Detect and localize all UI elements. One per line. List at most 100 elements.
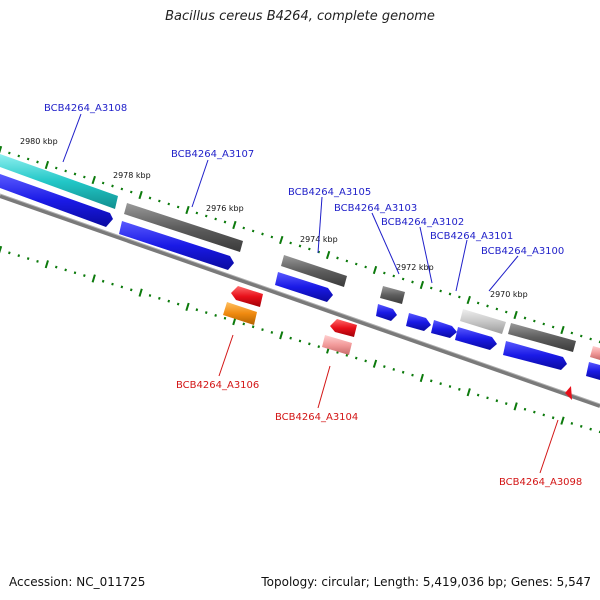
lower-scale-minor-tick [129, 288, 133, 292]
lower-scale-minor-tick [158, 296, 161, 300]
upper-scale-minor-tick [551, 325, 555, 329]
lower-scale-minor-tick [26, 257, 30, 260]
gene-forward-arrow[interactable] [376, 304, 397, 321]
upper-scale-minor-tick [439, 289, 442, 293]
lower-scale-minor-tick [589, 427, 592, 431]
gene-a3104-pink[interactable] [322, 335, 352, 355]
scale-label-2970: 2970 kbp [490, 290, 528, 299]
upper-scale-minor-tick [533, 319, 536, 323]
gene-edge-pink[interactable] [590, 346, 600, 360]
upper-scale-minor-tick [354, 262, 358, 266]
gene-a3103-gray[interactable] [380, 286, 405, 304]
upper-scale-minor-tick [223, 220, 227, 224]
upper-scale-minor-tick [251, 229, 255, 233]
scale-label-2972: 2972 kbp [396, 263, 434, 272]
upper-scale-minor-tick [261, 232, 264, 236]
lower-scale-minor-tick [439, 382, 442, 386]
genome-backbone [0, 193, 600, 408]
upper-scale-minor-tick [36, 160, 39, 164]
gene-a3100-gray[interactable] [508, 323, 576, 352]
upper-scale-minor-tick [148, 196, 152, 200]
gene-reverse-arrow-red[interactable] [231, 286, 263, 307]
map-title: Bacillus cereus B4264, complete genome [165, 9, 435, 24]
upper-scale-minor-tick [570, 331, 574, 335]
lower-scale-minor-tick [251, 325, 255, 329]
upper-scale-minor-tick [214, 217, 217, 221]
upper-scale-major-tick [513, 310, 518, 320]
gene-label-a3107[interactable]: BCB4264_A3107 [171, 149, 254, 160]
lower-scale-minor-tick [8, 251, 11, 255]
lower-scale-minor-tick [204, 311, 208, 314]
lower-scale-minor-tick [411, 373, 414, 377]
upper-scale-minor-tick [476, 301, 480, 305]
lower-scale-minor-tick [17, 254, 21, 258]
upper-scale-minor-tick [336, 256, 339, 260]
gene-reverse-arrow-red[interactable] [330, 319, 357, 337]
upper-scale-minor-tick [495, 307, 499, 311]
gene-track-forward [0, 174, 600, 380]
gene-label-a3105[interactable]: BCB4264_A3105 [288, 187, 371, 198]
gene-forward-arrow[interactable] [275, 272, 333, 302]
upper-scale-minor-tick [54, 166, 58, 170]
gene-forward-arrow[interactable] [119, 221, 234, 270]
upper-scale-major-tick [466, 295, 471, 305]
lower-scale-minor-tick [354, 356, 358, 360]
lower-scale-major-tick [185, 302, 190, 311]
gene-a3106-orange[interactable] [223, 302, 257, 325]
lower-scale-minor-tick [195, 308, 199, 312]
lower-scale-minor-tick [495, 399, 499, 403]
lower-scale-minor-tick [120, 285, 124, 289]
gene-label-a3101[interactable]: BCB4264_A3101 [430, 231, 513, 242]
lower-scale-minor-tick [36, 259, 39, 263]
gene-forward-arrow[interactable] [431, 320, 457, 338]
gene-label-a3104[interactable]: BCB4264_A3104 [275, 412, 358, 423]
lower-scale-minor-tick [214, 314, 217, 317]
lower-scale-major-tick [91, 274, 96, 283]
gene-label-a3102[interactable]: BCB4264_A3102 [381, 217, 464, 228]
upper-scale-major-tick [138, 190, 143, 200]
gene-a3107-gray[interactable] [124, 203, 243, 252]
upper-scale-minor-tick [298, 244, 302, 248]
gene-label-a3108[interactable]: BCB4264_A3108 [44, 103, 127, 114]
gene-forward-arrow[interactable] [406, 313, 431, 331]
gene-forward-arrow[interactable] [455, 327, 497, 350]
upper-scale-minor-tick [101, 181, 105, 185]
scale-label-2980: 2980 kbp [20, 137, 58, 146]
lower-scale-major-tick [560, 416, 565, 425]
lower-scale-minor-tick [317, 345, 321, 349]
lower-scale-minor-tick [542, 413, 546, 417]
gene-a3105-gray[interactable] [281, 255, 347, 287]
upper-scale-minor-tick [289, 241, 292, 245]
upper-scale-minor-tick [204, 214, 208, 218]
gene-label-a3106[interactable]: BCB4264_A3106 [176, 380, 259, 391]
upper-scale-major-tick [325, 250, 331, 260]
lower-scale-major-tick [466, 388, 471, 397]
lower-scale-minor-tick [551, 416, 555, 420]
lower-scale-minor-tick [64, 268, 67, 272]
upper-scale-minor-tick [111, 184, 114, 188]
scale-label-2978: 2978 kbp [113, 171, 151, 180]
lower-scale-minor-tick [448, 385, 452, 388]
upper-scale-minor-tick [579, 334, 583, 338]
upper-scale-minor-tick [486, 304, 489, 308]
lower-scale-minor-tick [364, 359, 367, 363]
gene-label-a3100[interactable]: BCB4264_A3100 [481, 246, 564, 257]
gene-a3108-cyan[interactable] [0, 154, 118, 209]
upper-scale-minor-tick [195, 211, 199, 215]
gene-track-reverse [223, 286, 572, 400]
gene-label-a3103[interactable]: BCB4264_A3103 [334, 203, 417, 214]
gene-forward-arrow[interactable] [586, 362, 600, 380]
gene-forward-arrow[interactable] [0, 174, 113, 227]
upper-scale-minor-tick [458, 295, 461, 299]
scale-label-2976: 2976 kbp [206, 204, 244, 213]
gene-a3098-red-marker[interactable] [565, 386, 572, 400]
upper-scale-minor-tick [542, 322, 546, 326]
upper-scale-minor-tick [83, 175, 86, 179]
upper-scale-major-tick [419, 280, 425, 290]
gene-labels: BCB4264_A3108 BCB4264_A3107 BCB4264_A310… [44, 103, 582, 488]
upper-scale-minor-tick [242, 226, 246, 230]
gene-a3101-lightgray[interactable] [460, 309, 506, 334]
gene-label-a3098[interactable]: BCB4264_A3098 [499, 477, 582, 488]
gene-forward-arrow[interactable] [503, 341, 567, 370]
